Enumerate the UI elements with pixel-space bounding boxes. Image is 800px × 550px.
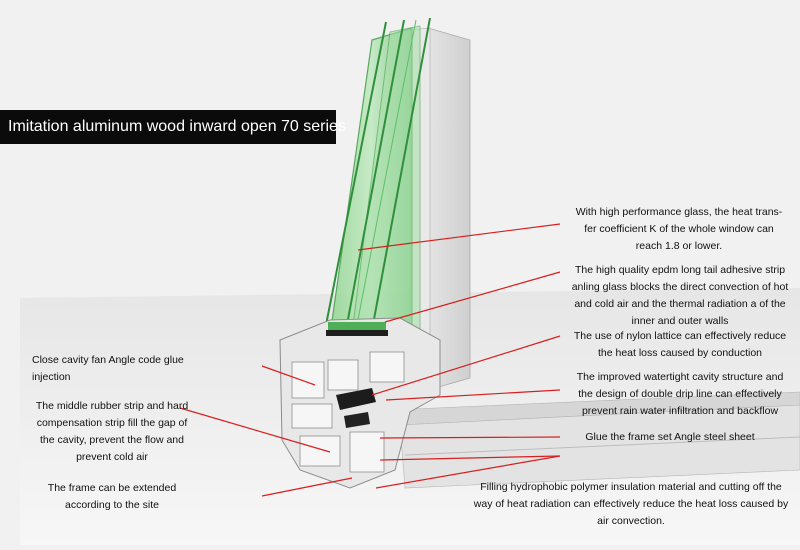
leader-lines	[179, 223, 561, 497]
callout-steel-sheet: Glue the frame set Angle steel sheet	[565, 429, 775, 446]
leader-nylon	[371, 335, 561, 396]
callout-nylon-text: The use of nylon lattice can effectively…	[573, 330, 787, 359]
glass-edge-3	[371, 17, 431, 331]
callout-hydrophobic: Filling hydrophobic polymer insulation m…	[466, 479, 796, 530]
callout-cavity-fan: Close cavity fan Angle code glue injecti…	[32, 352, 232, 386]
rubber-strip	[344, 412, 370, 428]
callout-watertight-text: The improved watertight cavity structure…	[576, 371, 784, 417]
callout-rubber-strip-text: The middle rubber strip and hard compens…	[35, 400, 189, 463]
leader-epdm	[384, 271, 561, 323]
frame-extrusion-groove	[404, 436, 800, 456]
callout-nylon: The use of nylon lattice can effectively…	[565, 328, 795, 362]
glass-seal-black	[326, 330, 388, 336]
callout-hydrophobic-text: Filling hydrophobic polymer insulation m…	[473, 481, 789, 527]
chamber-6	[349, 431, 385, 473]
callout-frame-extended: The frame can be extended according to t…	[22, 480, 202, 514]
callout-glass: With high performance glass, the heat tr…	[565, 204, 793, 255]
leader-glass	[357, 223, 561, 251]
callout-glass-text: With high performance glass, the heat tr…	[575, 206, 783, 252]
callout-epdm-text: The high quality epdm long tail adhesive…	[571, 264, 789, 327]
chamber-1	[291, 361, 325, 399]
leader-rubber-strip	[179, 407, 331, 453]
glass-edge-4	[355, 19, 417, 331]
nylon-lattice	[336, 388, 376, 410]
leader-steel-sheet	[379, 436, 561, 439]
callout-frame-extended-text: The frame can be extended according to t…	[47, 482, 177, 511]
leader-frame-extended	[261, 477, 353, 497]
callout-epdm: The high quality epdm long tail adhesive…	[565, 262, 795, 330]
callout-watertight: The improved watertight cavity structure…	[565, 369, 795, 420]
sash-frame-outer	[427, 27, 471, 391]
callout-rubber-strip: The middle rubber strip and hard compens…	[22, 398, 202, 466]
glass-edge-1	[324, 21, 387, 331]
leader-cavity-fan	[261, 365, 316, 386]
chamber-3	[369, 351, 405, 383]
chamber-2	[327, 359, 359, 391]
callout-steel-sheet-text: Glue the frame set Angle steel sheet	[585, 431, 755, 443]
glass-edge-2	[345, 19, 405, 331]
page-title: Imitation aluminum wood inward open 70 s…	[0, 110, 346, 144]
leader-hydrophobic-2	[375, 455, 561, 489]
leader-hydrophobic	[379, 455, 561, 461]
callout-cavity-fan-text: Close cavity fan Angle code glue injecti…	[32, 354, 184, 383]
glass-seal-green	[328, 322, 386, 330]
leader-watertight	[385, 389, 561, 401]
chamber-5	[299, 435, 341, 467]
chamber-4	[291, 403, 333, 429]
